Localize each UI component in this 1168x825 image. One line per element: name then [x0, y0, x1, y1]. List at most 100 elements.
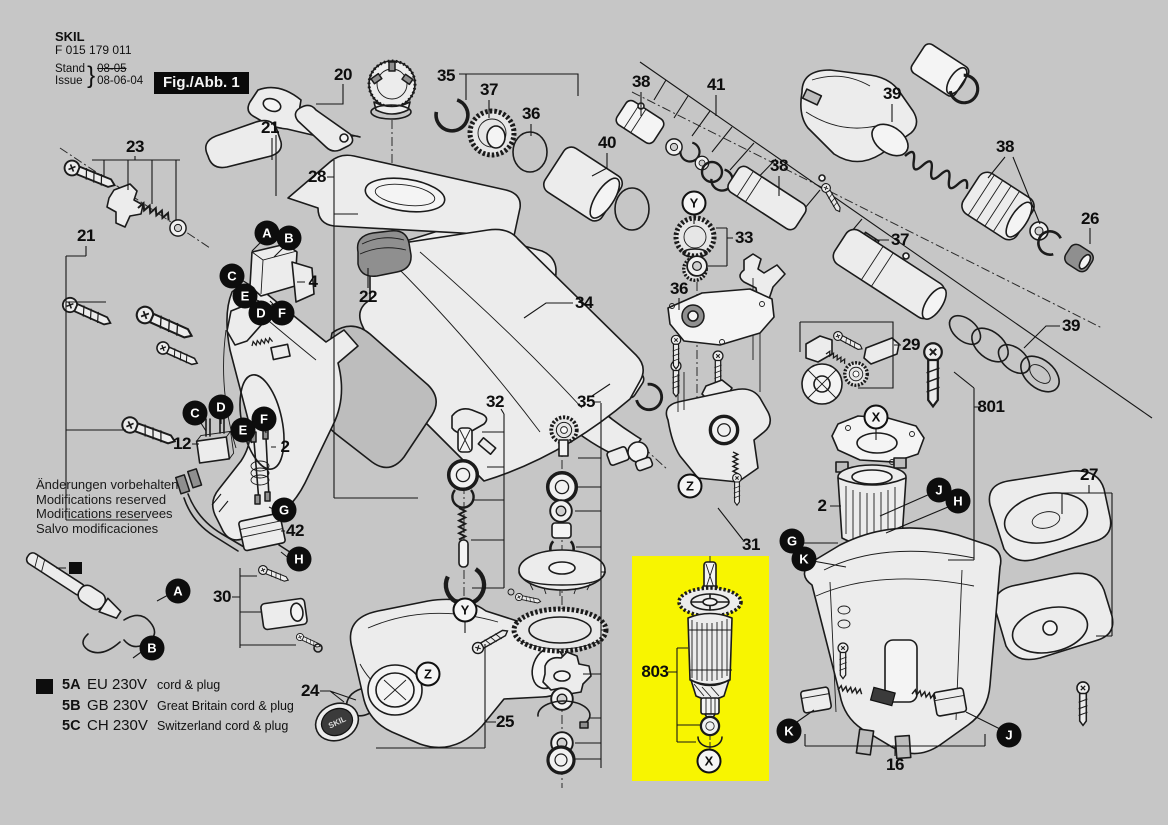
legend-row: 5A EU 230V cord & plug [36, 676, 294, 697]
legend-square-marker [36, 678, 53, 694]
callout-f: F [251, 406, 277, 432]
legend-note: Great Britain cord & plug [157, 698, 294, 713]
spindle-column-32 [443, 408, 497, 608]
callout-d: D [208, 394, 234, 420]
part-number-2: 2 [280, 437, 290, 456]
spring-and-sleeve [904, 150, 1094, 273]
hammer-tube-parts [431, 96, 650, 231]
label-leader-lines [56, 73, 1113, 768]
skil-cap: SKIL [314, 687, 381, 742]
callout-e: E [230, 417, 256, 443]
modification-notes: Änderungen vorbehalten Modifications res… [36, 477, 179, 536]
part-number-34: 34 [574, 293, 594, 312]
brush-wires [250, 428, 271, 505]
callout-j: J [996, 722, 1022, 748]
cord-variant-marker [69, 562, 82, 574]
callout-a: A [254, 220, 280, 246]
legend-row: 5C CH 230V Switzerland cord & plug [36, 717, 294, 738]
part-number-801: 801 [977, 397, 1005, 416]
revision-brace: } [87, 61, 96, 89]
legend-row: 5B GB 230V Great Britain cord & plug [36, 697, 294, 718]
callout-d: D [248, 300, 274, 326]
clutch-parts-29 [801, 329, 900, 405]
part-number-27: 27 [1079, 465, 1099, 484]
part-number-20: 20 [333, 65, 353, 84]
callout-h: H [945, 488, 971, 514]
issue-date: 08-06-04 [97, 75, 144, 87]
issue-label: Issue [55, 75, 83, 87]
cord-plug-assembly [25, 552, 156, 654]
callout-f: F [269, 300, 295, 326]
armature-803 [677, 560, 743, 752]
wrench [247, 86, 361, 152]
callout-y: Y [681, 190, 707, 216]
brand-name: SKIL [55, 29, 85, 44]
callout-k: K [776, 718, 802, 744]
part-number-36: 36 [669, 279, 689, 298]
callout-h: H [286, 546, 312, 572]
part-number-35: 35 [576, 392, 596, 411]
part-number-37: 37 [479, 80, 499, 99]
callout-g: G [271, 497, 297, 523]
part-number-29: 29 [901, 335, 921, 354]
intermediate-flange [606, 334, 772, 506]
part-number-4: 4 [308, 272, 318, 291]
revision-block: Stand Issue } 08-05 08-06-04 [55, 63, 143, 87]
screw-set-23 [61, 157, 187, 237]
part-number-33: 33 [734, 228, 754, 247]
part-number-803: 803 [641, 662, 669, 681]
part-number-31: 31 [741, 535, 761, 554]
callout-k: K [791, 546, 817, 572]
part-number-21: 21 [76, 226, 96, 245]
part-number-41: 41 [706, 75, 726, 94]
part-number-12: 12 [172, 434, 192, 453]
part-number-21: 21 [260, 118, 280, 137]
part-number-26: 26 [1080, 209, 1100, 228]
callout-b: B [139, 635, 165, 661]
legend-spacer [36, 699, 53, 714]
spindle [727, 165, 947, 320]
bell-cover [349, 598, 567, 749]
callout-b: B [276, 225, 302, 251]
bearing-plate [831, 342, 943, 465]
callout-z: Z [415, 661, 441, 687]
legend-note: cord & plug [157, 678, 221, 692]
part-number-40: 40 [597, 133, 617, 152]
callout-a: A [165, 578, 191, 604]
part-number-39: 39 [882, 84, 902, 103]
part-number-36: 36 [521, 104, 541, 123]
part-number-2: 2 [817, 496, 827, 515]
cord-plug-legend: 5A EU 230V cord & plug 5B GB 230V Great … [36, 676, 294, 738]
terminal-block [195, 414, 235, 464]
callout-x: X [863, 404, 889, 430]
part-number-22: 22 [358, 287, 378, 306]
part-number-38: 38 [631, 72, 651, 91]
leader-comb [639, 61, 1153, 419]
part-number-35: 35 [436, 66, 456, 85]
suppressor [174, 468, 297, 557]
striker-small-parts [615, 43, 985, 196]
part-number-30: 30 [212, 587, 232, 606]
legend-voltage: CH 230V [87, 717, 148, 734]
part-number-38: 38 [769, 156, 789, 175]
part-number-16: 16 [885, 755, 905, 774]
cap-knob [367, 59, 417, 120]
legend-code: 5B [62, 697, 81, 714]
note-line: Modifications reservees [36, 506, 173, 521]
part-number-25: 25 [495, 712, 515, 731]
rubber-boot [356, 230, 412, 277]
part-number-39: 39 [1061, 316, 1081, 335]
callout-y: Y [452, 597, 478, 623]
part-number-28: 28 [307, 167, 327, 186]
legend-note: Switzerland cord & plug [157, 719, 289, 733]
part-number-32: 32 [485, 392, 505, 411]
gear-column [507, 415, 609, 775]
top-covers-27 [988, 470, 1114, 727]
note-line: Änderungen vorbehalten [36, 477, 179, 492]
legend-spacer [36, 720, 53, 735]
legend-voltage: EU 230V [87, 676, 148, 693]
handle-grip [59, 119, 359, 541]
old-date: 08-05 [97, 63, 127, 75]
part-number-38: 38 [995, 137, 1015, 156]
